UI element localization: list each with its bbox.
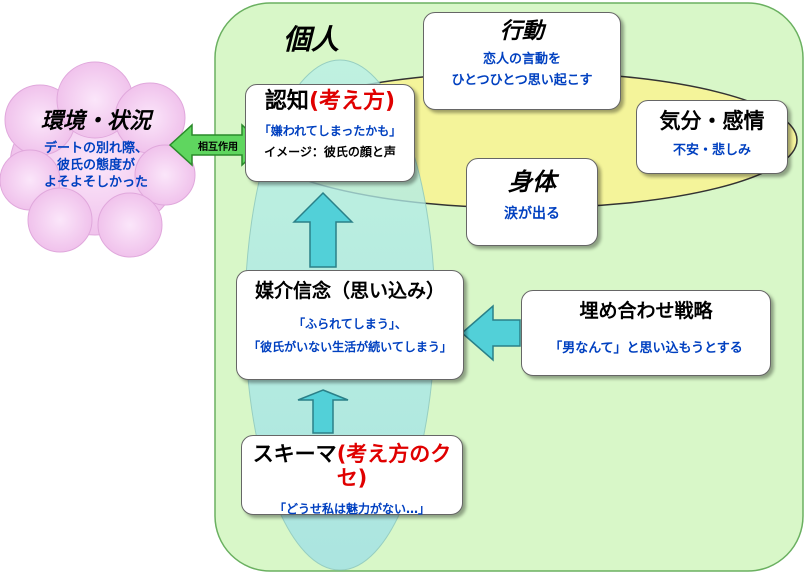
environment-cloud (0, 61, 196, 258)
body-line-1: 涙が出る (504, 205, 560, 222)
schema-line-1: 「どうせ私は魅力がない…」 (273, 502, 430, 517)
coping-line-1: 「男なんて」と思い込もうとする (549, 340, 743, 356)
mood-box: 気分・感情 不安・悲しみ (636, 100, 788, 174)
cognition-title-paren: (考え方) (308, 89, 396, 114)
body-title: 身体 (508, 168, 556, 196)
cognition-line-2: イメージ：彼氏の顔と声 (264, 145, 396, 160)
belief-title: 媒介信念（思い込み） (254, 280, 445, 302)
individual-label: 個人 (283, 23, 340, 56)
cognition-line-1: 「嫌われてしまったかも」 (258, 124, 402, 139)
belief-line-2: 「彼氏がいない生活が続いてしまう」 (248, 339, 452, 354)
interaction-label: 相互作用 (198, 142, 238, 153)
arrow-belief-to-cognition (292, 191, 354, 268)
coping-box: 埋め合わせ戦略 「男なんて」と思い込もうとする (521, 290, 771, 376)
schema-title: スキーマ (252, 442, 337, 466)
schema-box: スキーマ(考え方のクセ) 「どうせ私は魅力がない…」 (241, 435, 463, 517)
mood-line-1: 不安・悲しみ (672, 143, 751, 159)
cognition-box: 認知(考え方) 「嫌われてしまったかも」 イメージ：彼氏の顔と声 (245, 84, 415, 182)
arrow-coping-to-belief (460, 304, 521, 362)
environment-line-2: 彼氏の態度が (56, 157, 135, 173)
cognition-title: 認知 (264, 89, 309, 114)
environment-line-3: よそよそしかった (43, 174, 148, 190)
mood-title: 気分・感情 (659, 109, 765, 133)
coping-title: 埋め合わせ戦略 (579, 300, 713, 322)
behavior-line-1: 恋人の言動を (482, 52, 561, 68)
behavior-box: 行動 恋人の言動を ひとつひとつ思い起こす (423, 12, 621, 110)
body-box: 身体 涙が出る (466, 158, 598, 246)
behavior-title: 行動 (499, 19, 544, 44)
belief-line-1: 「ふられてしまう」、 (293, 316, 407, 331)
belief-box: 媒介信念（思い込み） 「ふられてしまう」、 「彼氏がいない生活が続いてしまう」 (236, 270, 464, 380)
environment-line-1: デートの別れ際、 (43, 141, 148, 156)
arrow-schema-to-belief (297, 389, 349, 434)
environment-title: 環境・状況 (40, 109, 151, 134)
behavior-line-2: ひとつひとつ思い起こす (451, 73, 593, 89)
schema-title-paren: (考え方のクセ) (336, 442, 452, 491)
environment-text: 環境・状況 デートの別れ際、 彼氏の態度が よそよそしかった (10, 103, 182, 192)
